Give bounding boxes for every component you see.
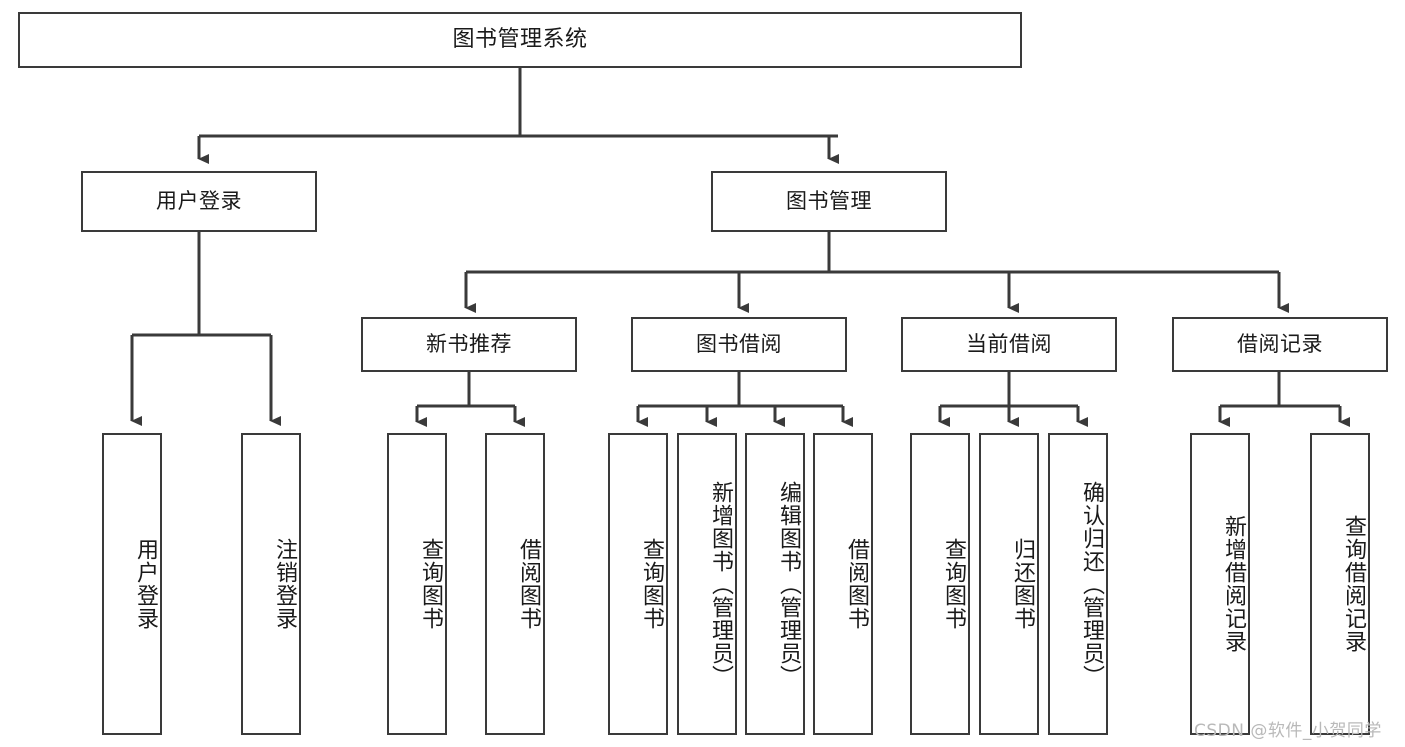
node-label: 图书管理 bbox=[786, 188, 872, 213]
node-label: 图书管理系统 bbox=[452, 26, 588, 52]
csdn-watermark: CSDN @软件_小贺同学 bbox=[1194, 721, 1382, 741]
leaf-current-borrow-return[interactable]: 归还图书 bbox=[979, 433, 1039, 735]
node-label: 新增图书（管理员） bbox=[708, 480, 733, 688]
node-label: 归还图书 bbox=[1010, 538, 1035, 630]
leaf-borrow-records-add[interactable]: 新增借阅记录 bbox=[1190, 433, 1250, 735]
node-label: 查询图书 bbox=[941, 538, 966, 630]
node-book-management[interactable]: 图书管理 bbox=[711, 171, 947, 232]
leaf-book-borrow-add-admin[interactable]: 新增图书（管理员） bbox=[677, 433, 737, 735]
node-label: 新书推荐 bbox=[426, 331, 512, 356]
node-label: 注销登录 bbox=[272, 538, 297, 630]
node-label: 借阅图书 bbox=[844, 538, 869, 630]
node-label: 图书借阅 bbox=[696, 331, 782, 356]
node-label: 用户登录 bbox=[156, 188, 242, 213]
node-label: 查询图书 bbox=[418, 538, 443, 630]
node-label: 查询借阅记录 bbox=[1341, 515, 1366, 653]
node-label: 确认归还（管理员） bbox=[1079, 480, 1104, 688]
leaf-book-borrow-query[interactable]: 查询图书 bbox=[608, 433, 668, 735]
node-current-borrow[interactable]: 当前借阅 bbox=[901, 317, 1117, 372]
leaf-new-book-borrow[interactable]: 借阅图书 bbox=[485, 433, 545, 735]
node-label: 借阅图书 bbox=[516, 538, 541, 630]
leaf-new-book-query[interactable]: 查询图书 bbox=[387, 433, 447, 735]
leaf-borrow-records-query[interactable]: 查询借阅记录 bbox=[1310, 433, 1370, 735]
leaf-book-borrow-edit-admin[interactable]: 编辑图书（管理员） bbox=[745, 433, 805, 735]
node-label: 编辑图书（管理员） bbox=[776, 480, 801, 688]
leaf-current-borrow-query[interactable]: 查询图书 bbox=[910, 433, 970, 735]
leaf-user-login-login[interactable]: 用户登录 bbox=[102, 433, 162, 735]
node-label: 借阅记录 bbox=[1237, 331, 1323, 356]
node-label: 新增借阅记录 bbox=[1221, 515, 1246, 653]
leaf-current-borrow-confirm-admin[interactable]: 确认归还（管理员） bbox=[1048, 433, 1108, 735]
node-book-borrow[interactable]: 图书借阅 bbox=[631, 317, 847, 372]
leaf-book-borrow-borrow[interactable]: 借阅图书 bbox=[813, 433, 873, 735]
node-borrow-records[interactable]: 借阅记录 bbox=[1172, 317, 1388, 372]
node-root-book-management-system[interactable]: 图书管理系统 bbox=[18, 12, 1022, 68]
node-label: 当前借阅 bbox=[966, 331, 1052, 356]
node-new-book-recommend[interactable]: 新书推荐 bbox=[361, 317, 577, 372]
node-label: 用户登录 bbox=[133, 538, 158, 630]
node-label: 查询图书 bbox=[639, 538, 664, 630]
node-user-login[interactable]: 用户登录 bbox=[81, 171, 317, 232]
leaf-user-login-logout[interactable]: 注销登录 bbox=[241, 433, 301, 735]
